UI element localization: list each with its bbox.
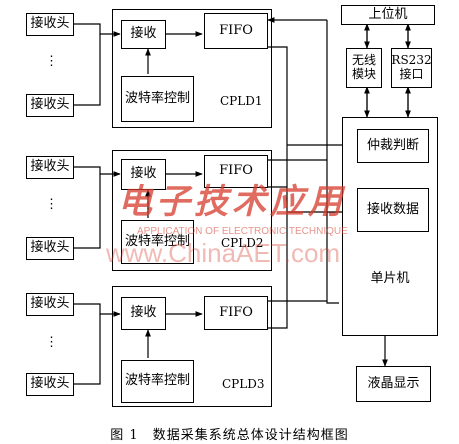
receive-data-box: 接收数据 (357, 188, 429, 232)
lcd-display-box: 液晶显示 (356, 366, 431, 402)
host-computer-box: 上位机 (341, 5, 435, 25)
receiver-head-2b: 接收头 (26, 237, 74, 260)
receiver-head-1a: 接收头 (26, 13, 74, 36)
receiver-head-1b: 接收头 (26, 94, 74, 117)
cpld2-fifo-box: FIFO (204, 155, 268, 188)
cpld1-baud-control-box: 波特率控制 (121, 76, 194, 122)
figure-caption: 图 1 数据采集系统总体设计结构框图 (110, 428, 349, 443)
receiver-ellipsis-3: ⋮ (45, 335, 58, 350)
cpld2-baud-control-box: 波特率控制 (121, 220, 194, 264)
arbitration-box: 仲裁判断 (357, 129, 429, 163)
rs232-interface-box: RS232 接口 (391, 48, 432, 88)
mcu-label: 单片机 (370, 271, 410, 286)
cpld3-fifo-box: FIFO (204, 296, 268, 330)
cpld2-label: CPLD2 (221, 236, 264, 250)
cpld3-frame (112, 286, 272, 407)
cpld2-receive-box: 接收 (121, 159, 166, 190)
receiver-ellipsis-1: ⋮ (45, 54, 58, 69)
receiver-head-2a: 接收头 (26, 156, 74, 179)
wireless-module-box: 无线 模块 (346, 48, 382, 88)
receiver-head-3a: 接收头 (26, 293, 74, 316)
cpld2-frame (112, 150, 272, 271)
cpld1-frame (112, 9, 272, 128)
receiver-ellipsis-2: ⋮ (45, 197, 58, 212)
cpld1-receive-box: 接收 (121, 20, 166, 49)
cpld1-label: CPLD1 (220, 94, 263, 108)
cpld3-receive-box: 接收 (121, 297, 166, 330)
cpld3-label: CPLD3 (222, 377, 265, 391)
receiver-head-3b: 接收头 (26, 373, 74, 396)
cpld3-baud-control-box: 波特率控制 (121, 360, 194, 403)
cpld1-fifo-box: FIFO (204, 13, 268, 49)
